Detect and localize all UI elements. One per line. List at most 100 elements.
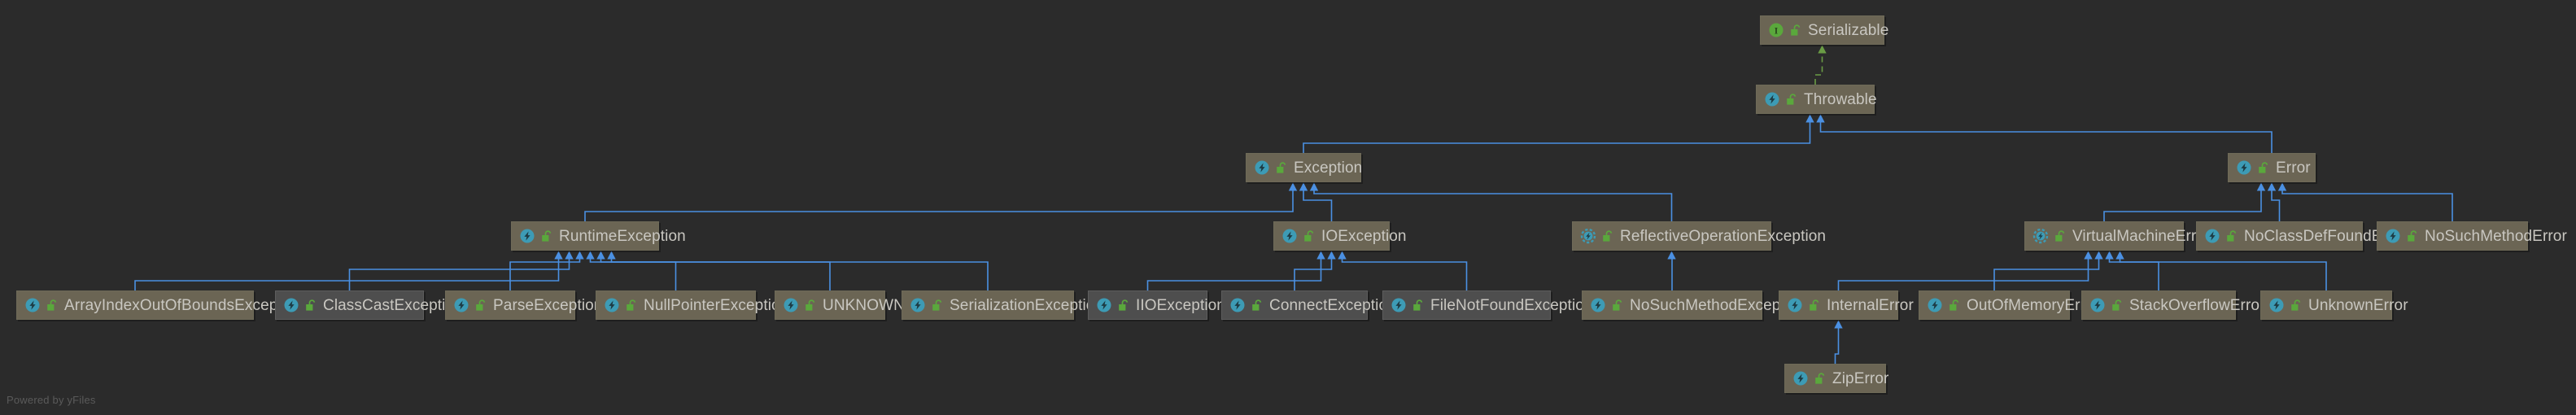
edge-arrowhead-ArrayIndexOutOfBoundsException-to-RuntimeException <box>554 251 563 260</box>
svg-text:I: I <box>1775 25 1779 37</box>
class-node-StackOverflowError[interactable]: StackOverflowError <box>2081 290 2264 320</box>
class-node-label: Throwable <box>1804 90 1877 108</box>
class-node-label: ConnectException <box>1269 296 1396 314</box>
class-node-label: Exception <box>1294 159 1363 177</box>
public-lock-icon <box>1119 299 1129 311</box>
edge-InternalError-to-VirtualMachineError <box>1837 258 2089 290</box>
public-lock-icon <box>932 299 942 311</box>
edge-NoClassDefFoundError-to-Error <box>2271 190 2281 221</box>
class-node-label: FileNotFoundException <box>1430 296 1593 314</box>
class-icon <box>784 298 798 312</box>
edge-arrowhead-ConnectException-to-IOException <box>1327 251 1336 260</box>
class-icon <box>1928 298 1942 312</box>
class-icon <box>25 298 40 312</box>
edge-arrowhead-VirtualMachineError-to-Error <box>2256 182 2266 191</box>
edge-arrowhead-InternalError-to-VirtualMachineError <box>2084 251 2093 260</box>
class-icon <box>1255 160 1269 175</box>
class-node-Throwable[interactable]: Throwable <box>1756 85 1877 114</box>
public-lock-icon <box>542 229 552 242</box>
class-node-ArrayIndexOutOfBoundsException[interactable]: ArrayIndexOutOfBoundsException <box>16 290 303 320</box>
edge-UnknownError-to-VirtualMachineError <box>2119 258 2327 290</box>
public-lock-icon <box>2291 299 2301 311</box>
class-node-VirtualMachineError[interactable]: VirtualMachineError <box>2024 221 2210 251</box>
edge-arrowhead-Throwable-to-Serializable <box>1818 45 1827 54</box>
public-lock-icon <box>1304 229 1314 242</box>
class-node-IOException[interactable]: IOException <box>1273 221 1407 251</box>
class-icon <box>2269 298 2284 312</box>
class-icon <box>1282 229 1297 243</box>
class-node-label: StackOverflowError <box>2129 296 2265 314</box>
class-node-Exception[interactable]: Exception <box>1246 153 1363 182</box>
class-node-FileNotFoundException[interactable]: FileNotFoundException <box>1382 290 1593 320</box>
class-icon <box>284 298 299 312</box>
class-node-label: ZipError <box>1832 369 1889 387</box>
abstract-class-icon <box>1580 228 1596 244</box>
edge-ClassCastException-to-RuntimeException <box>348 258 570 290</box>
class-node-label: NullPointerException <box>644 296 789 314</box>
class-node-label: NoSuchMethodException <box>1630 296 1806 314</box>
class-node-ClassCastException[interactable]: ClassCastException <box>275 290 463 320</box>
public-lock-icon <box>476 299 486 311</box>
public-lock-icon <box>1791 24 1801 36</box>
edge-ZipError-to-InternalError <box>1834 327 1840 364</box>
class-node-NoClassDefFoundError[interactable]: NoClassDefFoundError <box>2196 221 2406 251</box>
yfiles-watermark: Powered by yFiles <box>7 394 96 406</box>
class-node-ConnectException[interactable]: ConnectException <box>1221 290 1396 320</box>
edge-OutOfMemoryError-to-VirtualMachineError <box>1993 258 2100 290</box>
class-icon <box>1788 298 1802 312</box>
class-node-UnknownError[interactable]: UnknownError <box>2260 290 2408 320</box>
class-node-ReflectiveOperationException[interactable]: ReflectiveOperationException <box>1572 221 1826 251</box>
class-node-label: Error <box>2276 159 2311 177</box>
edge-NullPointerException-to-RuntimeException <box>589 258 677 290</box>
class-node-ParseException[interactable]: ParseException <box>445 290 602 320</box>
class-node-OutOfMemoryError[interactable]: OutOfMemoryError <box>1919 290 2099 320</box>
class-node-NullPointerException[interactable]: NullPointerException <box>596 290 788 320</box>
public-lock-icon <box>2227 229 2237 242</box>
edge-arrowhead-RuntimeException-to-Exception <box>1288 182 1298 191</box>
public-lock-icon <box>1277 161 1286 173</box>
class-node-UNKNOWN[interactable]: UNKNOWN <box>775 290 905 320</box>
class-node-ZipError[interactable]: ZipError <box>1784 364 1889 393</box>
class-node-SerializationException[interactable]: SerializationException <box>902 290 1103 320</box>
class-icon <box>2205 229 2220 243</box>
class-icon <box>520 229 535 243</box>
class-node-RuntimeException[interactable]: RuntimeException <box>511 221 686 251</box>
class-icon <box>2090 298 2105 312</box>
class-node-label: OutOfMemoryError <box>1967 296 2100 314</box>
edge-arrowhead-Exception-to-Throwable <box>1805 114 1814 123</box>
class-node-label: VirtualMachineError <box>2072 227 2211 245</box>
class-icon <box>2237 160 2251 175</box>
edge-arrowhead-NoClassDefFoundError-to-Error <box>2267 182 2277 191</box>
public-lock-icon <box>47 299 57 311</box>
edge-arrowhead-SerializationException-to-RuntimeException <box>607 251 616 260</box>
class-node-label: NoSuchMethodError <box>2425 227 2567 245</box>
public-lock-icon <box>1603 229 1613 242</box>
edge-arrowhead-ReflectiveOperationException-to-Exception <box>1309 182 1319 191</box>
edge-arrowhead-OutOfMemoryError-to-VirtualMachineError <box>2094 251 2103 260</box>
edge-Throwable-to-Serializable <box>1814 52 1823 85</box>
public-lock-icon <box>627 299 636 311</box>
interface-icon: I <box>1769 23 1784 37</box>
class-node-InternalError[interactable]: InternalError <box>1779 290 1914 320</box>
class-node-NoSuchMethodException[interactable]: NoSuchMethodException <box>1582 290 1805 320</box>
edge-arrowhead-NullPointerException-to-RuntimeException <box>586 251 595 260</box>
public-lock-icon <box>2055 229 2065 242</box>
public-lock-icon <box>2259 161 2268 173</box>
class-node-IIOException[interactable]: IIOException <box>1088 290 1225 320</box>
class-icon <box>454 298 469 312</box>
edge-arrowhead-StackOverflowError-to-VirtualMachineError <box>2105 251 2114 260</box>
class-node-Error[interactable]: Error <box>2228 153 2316 182</box>
class-icon <box>1765 92 1779 107</box>
edge-UNKNOWN-to-RuntimeException <box>600 258 831 290</box>
class-node-label: IOException <box>1321 227 1407 245</box>
public-lock-icon <box>1413 299 1423 311</box>
class-node-label: UNKNOWN <box>823 296 905 314</box>
class-node-NoSuchMethodError[interactable]: NoSuchMethodError <box>2377 221 2567 251</box>
class-node-label: ReflectiveOperationException <box>1620 227 1827 245</box>
edge-StackOverflowError-to-VirtualMachineError <box>2108 258 2159 290</box>
edge-Error-to-Throwable <box>1819 121 2273 153</box>
class-icon <box>2386 229 2400 243</box>
edge-arrowhead-UNKNOWN-to-RuntimeException <box>596 251 605 260</box>
